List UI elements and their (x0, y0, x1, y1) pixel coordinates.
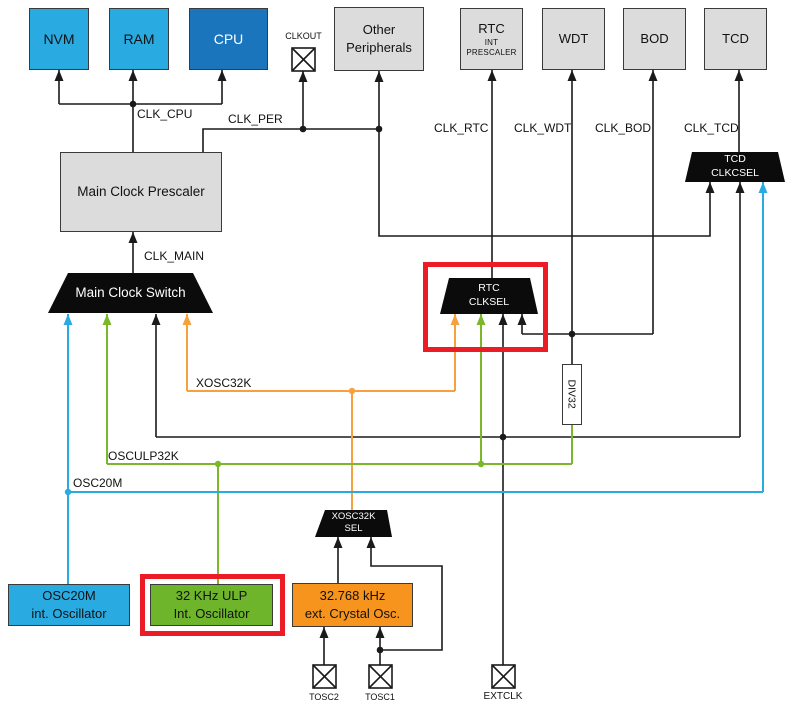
main-clock-prescaler-block: Main Clock Prescaler (60, 152, 222, 232)
tcd-clkcsel-label: TCD CLKCSEL (711, 153, 759, 179)
cyan-junction-dot (64, 488, 72, 496)
clk-cpu-net (58, 70, 223, 152)
osc20m-label: OSC20M (73, 476, 123, 490)
green-arrowheads (102, 314, 486, 325)
green-junction-dots (214, 460, 485, 468)
xosc32k-sel-input-net (323, 537, 443, 665)
highlight-rtc-clksel (423, 262, 548, 352)
clk-tcd-label: CLK_TCD (684, 121, 739, 135)
xosc32k-net (186, 314, 456, 510)
osc20m-oscillator-block: OSC20M int. Oscillator (8, 584, 130, 626)
xosc32k-sel-label: XOSC32K SEL (331, 510, 376, 534)
div32-clk-wdt-bod-net (521, 70, 654, 364)
rtc-block: RTC INT PRESCALER (460, 8, 523, 70)
clk-per-net (202, 71, 711, 237)
rtc-clksel-mux (440, 278, 538, 314)
rtc-clksel-label: RTC CLKSEL (468, 282, 510, 308)
orange-arrowheads (182, 314, 460, 325)
wdt-block: WDT (542, 8, 605, 70)
clk-bod-label: CLK_BOD (595, 121, 652, 135)
clk-cpu-label: CLK_CPU (137, 107, 193, 121)
osc20m-net (67, 182, 764, 584)
nvm-block: NVM (29, 8, 89, 70)
black-arrowheads (54, 70, 745, 638)
clk-main-label: CLK_MAIN (144, 249, 205, 263)
main-clock-switch-mux (48, 273, 213, 313)
clk-rtc-label: CLK_RTC (434, 121, 489, 135)
cpu-block: CPU (189, 8, 268, 70)
tcd-block: TCD (704, 8, 767, 70)
highlight-ulp-oscillator (140, 574, 285, 636)
tosc2-pad-label: TOSC2 (309, 692, 339, 702)
xosc32k-label: XOSC32K (196, 376, 252, 390)
io-pads (291, 47, 516, 689)
black-junction-dots (129, 100, 576, 654)
extclk-pad-label: EXTCLK (483, 691, 523, 702)
main-clock-switch-label: Main Clock Switch (75, 285, 186, 301)
ulp-oscillator-block: 32 KHz ULP Int. Oscillator (150, 584, 273, 626)
div32-block: DIV32 (562, 364, 582, 425)
ext-crystal-oscillator-block: 32.768 kHz ext. Crystal Osc. (292, 583, 413, 627)
clkout-pad-label: CLKOUT (285, 31, 322, 41)
clk-wdt-label: CLK_WDT (514, 121, 572, 135)
xosc32k-sel-mux (315, 510, 392, 537)
orange-junction-dot (348, 387, 356, 395)
osculp32k-net (106, 314, 573, 584)
tosc1-pad-label: TOSC1 (365, 692, 395, 702)
tcd-clkcsel-mux (685, 152, 785, 182)
other-peripherals-block: Other Peripherals (334, 7, 424, 71)
bod-block: BOD (623, 8, 686, 70)
extclk-net (155, 182, 741, 665)
clk-per-label: CLK_PER (228, 112, 283, 126)
ram-block: RAM (109, 8, 169, 70)
cyan-arrowheads (63, 182, 768, 325)
osculp32k-label: OSCULP32K (108, 449, 179, 463)
